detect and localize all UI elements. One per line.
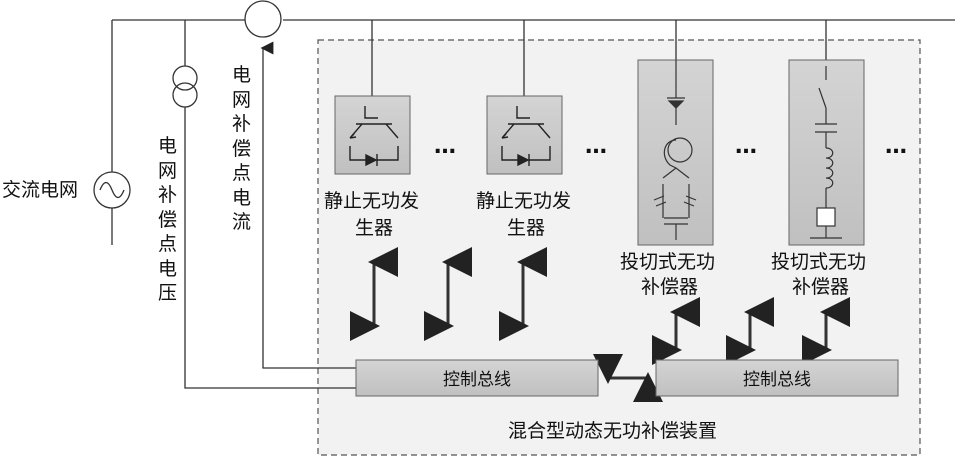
svg-unit-2-label-2: 生器 bbox=[507, 217, 545, 239]
svg-text:控制总线: 控制总线 bbox=[743, 370, 811, 390]
tsc-unit-2-label-2: 补偿器 bbox=[792, 276, 849, 298]
svg-text:点: 点 bbox=[232, 162, 251, 184]
svg-text:偿: 偿 bbox=[158, 209, 177, 231]
control-bus-1: 控制总线 bbox=[355, 359, 599, 397]
svg-text:电: 电 bbox=[232, 64, 251, 86]
tsc-unit-1-label-2: 补偿器 bbox=[641, 276, 698, 298]
tsc-unit-1-label-1: 投切式无功 bbox=[620, 251, 715, 273]
svg-text:电: 电 bbox=[232, 187, 251, 209]
tsc-unit-1: 投切式无功 补偿器 bbox=[620, 20, 715, 298]
svg-text:补: 补 bbox=[232, 113, 251, 135]
switch-capacitor-reactor-icon bbox=[810, 66, 842, 239]
current-transformer-icon bbox=[244, 0, 282, 38]
svg-text:流: 流 bbox=[232, 211, 251, 233]
svg-text:控制总线: 控制总线 bbox=[443, 370, 511, 390]
svg-text:压: 压 bbox=[158, 282, 177, 304]
tsc-unit-2: 投切式无功 补偿器 bbox=[771, 20, 866, 298]
ellipsis-1: … bbox=[434, 134, 456, 159]
svg-text:电: 电 bbox=[158, 135, 177, 157]
control-bus-2: 控制总线 bbox=[655, 359, 899, 397]
svg-text:点: 点 bbox=[158, 233, 177, 255]
igbt-icon bbox=[349, 106, 399, 167]
voltage-signal-wire bbox=[184, 107, 356, 389]
ellipsis-4: … bbox=[885, 134, 907, 159]
ellipsis-2: … bbox=[585, 134, 607, 159]
thyristor-reactor-capacitor-icon bbox=[653, 60, 697, 240]
svg-text:偿: 偿 bbox=[232, 138, 251, 160]
device-label: 混合型动态无功补偿装置 bbox=[508, 420, 717, 442]
voltage-label: 电 网 补 偿 点 电 压 bbox=[158, 135, 177, 304]
svg-text:网: 网 bbox=[158, 160, 177, 182]
tsc-unit-2-label-1: 投切式无功 bbox=[771, 251, 866, 273]
ac-source-icon bbox=[93, 171, 131, 209]
current-label: 电 网 补 偿 点 电 流 bbox=[232, 64, 251, 233]
voltage-transformer-icon bbox=[172, 20, 198, 108]
bidirectional-arrows bbox=[350, 247, 850, 402]
svg-unit-1-label-2: 生器 bbox=[355, 217, 393, 239]
main-bus-line bbox=[111, 19, 955, 245]
current-signal-wire bbox=[260, 41, 356, 369]
igbt-icon bbox=[501, 106, 551, 167]
svg-text:补: 补 bbox=[158, 184, 177, 206]
ellipsis-3: … bbox=[735, 134, 757, 159]
svg-unit-2-label-1: 静止无功发 bbox=[476, 190, 571, 212]
svg-unit-1-label-1: 静止无功发 bbox=[324, 190, 419, 212]
svg-text:电: 电 bbox=[158, 258, 177, 280]
svg-text:网: 网 bbox=[232, 89, 251, 111]
ac-grid-label: 交流电网 bbox=[2, 179, 78, 201]
